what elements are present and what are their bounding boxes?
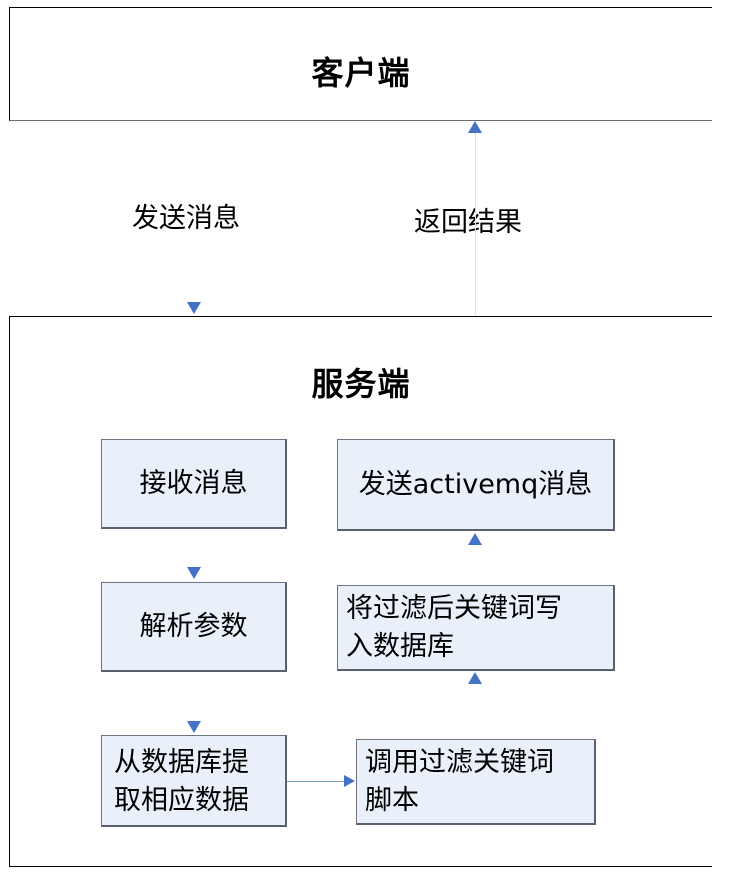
receive-message-label: 接收消息 xyxy=(139,467,248,499)
extract-data-box: 从数据库提 取相应数据 xyxy=(101,735,287,827)
parse-to-extract-arrowhead xyxy=(187,721,201,733)
call-filter-script-label-line2: 脚本 xyxy=(365,785,419,816)
call-to-write-arrowhead xyxy=(468,672,482,684)
client-title: 客户端 xyxy=(311,54,411,92)
return-result-arrowhead xyxy=(468,121,482,133)
send-activemq-box: 发送activemq消息 xyxy=(337,439,615,531)
call-filter-script-box: 调用过滤关键词 脚本 xyxy=(356,739,596,825)
write-keywords-label-line2: 入数据库 xyxy=(346,631,454,662)
parse-params-box: 解析参数 xyxy=(101,582,287,672)
extract-to-call-arrowhead xyxy=(344,775,355,787)
write-to-send-mq-arrowhead xyxy=(468,533,482,545)
extract-data-label-line1: 从数据库提 xyxy=(114,747,249,778)
parse-params-label: 解析参数 xyxy=(139,610,248,642)
write-keywords-box: 将过滤后关键词写 入数据库 xyxy=(337,585,615,671)
return-result-line xyxy=(475,132,476,316)
extract-data-label-line2: 取相应数据 xyxy=(114,785,249,816)
write-keywords-label-line1: 将过滤后关键词写 xyxy=(346,593,562,624)
extract-to-call-line xyxy=(287,781,345,782)
send-activemq-label: 发送activemq消息 xyxy=(358,468,593,500)
return-result-label: 返回结果 xyxy=(414,207,522,238)
server-title: 服务端 xyxy=(311,365,411,403)
send-message-label: 发送消息 xyxy=(132,203,240,234)
receive-to-parse-arrowhead xyxy=(187,567,201,579)
call-filter-script-label-line1: 调用过滤关键词 xyxy=(365,747,554,778)
send-message-arrowhead xyxy=(187,302,201,314)
receive-message-box: 接收消息 xyxy=(101,439,287,529)
client-region: 客户端 xyxy=(9,7,712,121)
